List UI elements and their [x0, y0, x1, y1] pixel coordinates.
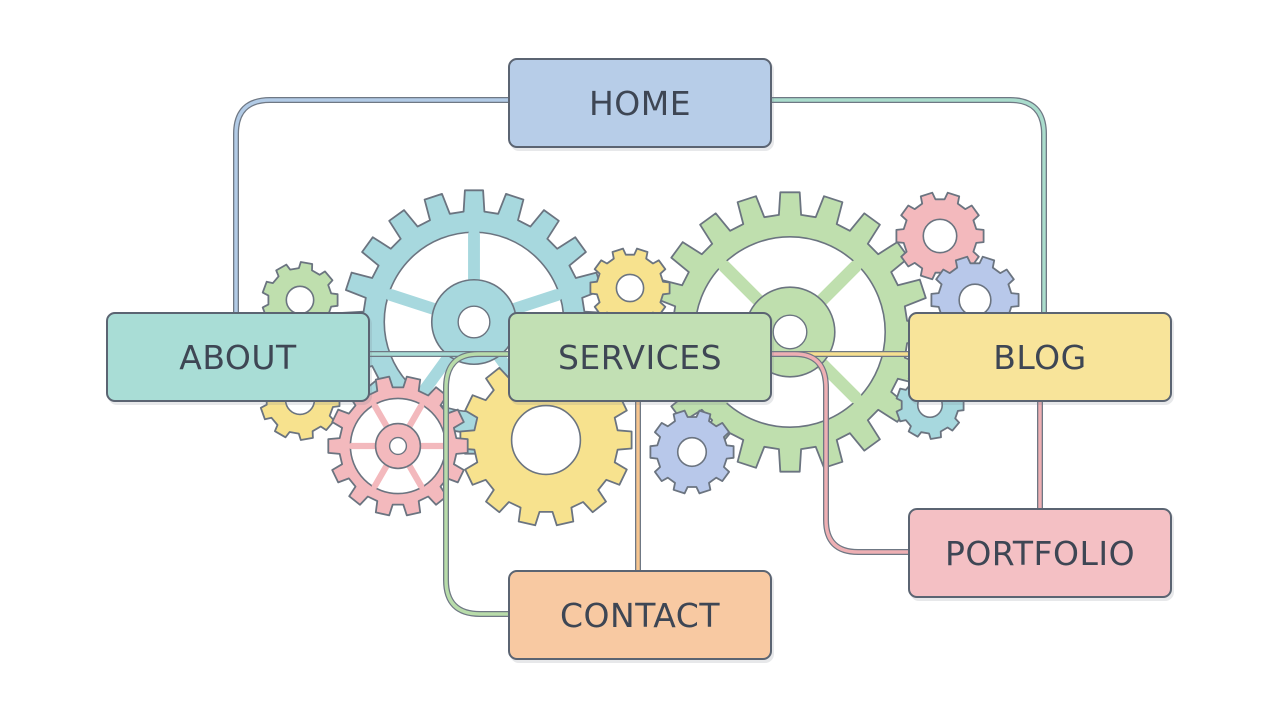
gear-blue-bottom — [649, 409, 735, 495]
services-label: SERVICES — [557, 337, 723, 377]
about-node[interactable]: ABOUT — [106, 312, 370, 402]
connector-home-blog — [772, 97, 1047, 312]
home-label: HOME — [588, 83, 692, 123]
gear-pink-left — [327, 375, 469, 517]
contact-node[interactable]: CONTACT — [508, 570, 772, 660]
connector-services-contact-green — [443, 351, 508, 617]
home-node[interactable]: HOME — [508, 58, 772, 148]
about-label: ABOUT — [179, 337, 297, 377]
services-node[interactable]: SERVICES — [508, 312, 772, 402]
contact-label: CONTACT — [560, 595, 720, 635]
gear-small-yellow-top — [589, 247, 671, 329]
blog-node[interactable]: BLOG — [908, 312, 1172, 402]
connector-home-about — [233, 97, 508, 312]
portfolio-node[interactable]: PORTFOLIO — [908, 508, 1172, 598]
blog-label: BLOG — [993, 337, 1087, 377]
connector-lines — [233, 97, 1047, 617]
portfolio-label: PORTFOLIO — [944, 533, 1136, 573]
connector-services-portfolio — [772, 351, 908, 555]
